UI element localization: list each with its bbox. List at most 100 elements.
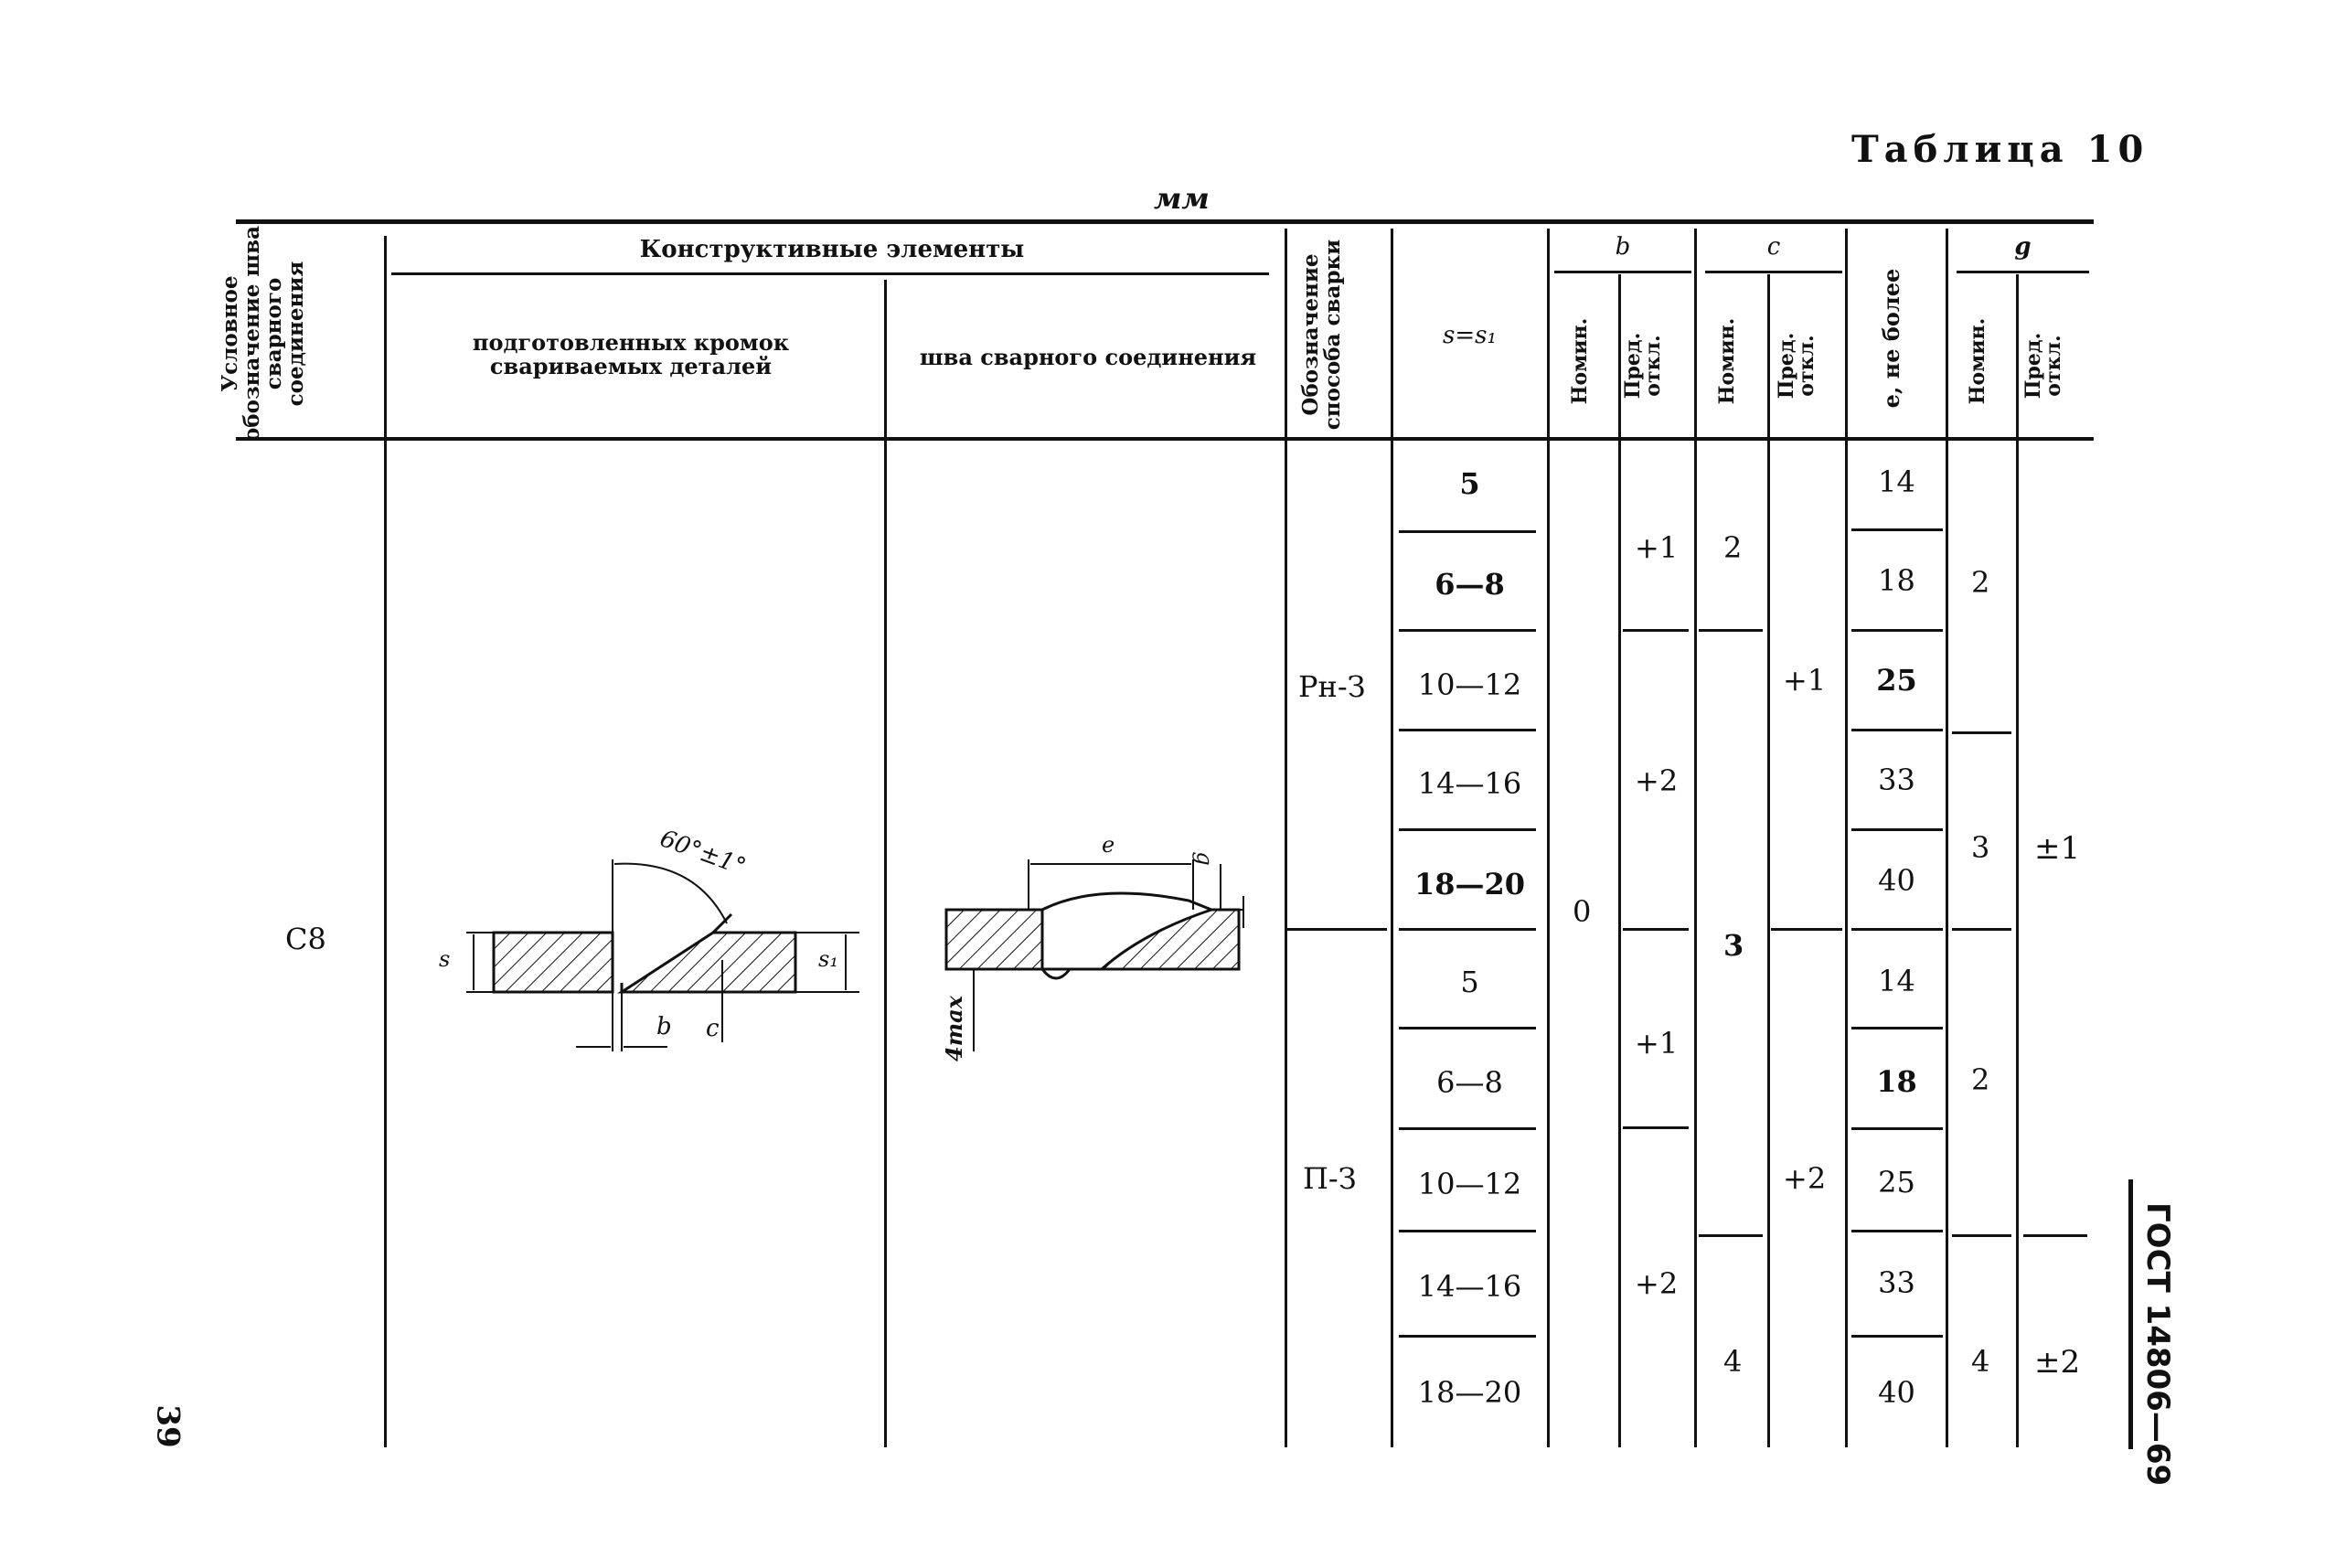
e-div-5	[1851, 928, 1943, 931]
e-div-4	[1851, 828, 1943, 831]
g-nom-3: 2	[1971, 1062, 1990, 1097]
s-row-7: 6—8	[1436, 1065, 1503, 1100]
header-g-nom: Номин.	[1966, 317, 1989, 405]
drawing1-s: s	[439, 946, 451, 972]
e-row-6: 14	[1878, 964, 1915, 998]
s-row-3: 10—12	[1417, 667, 1522, 702]
s-row-8: 10—12	[1417, 1167, 1522, 1201]
page-number: 39	[149, 1404, 187, 1448]
b-div-3	[1623, 1126, 1689, 1129]
header-seam: шва сварного соединения	[919, 344, 1257, 370]
col-line-4	[1391, 229, 1393, 1447]
g-nom-1: 2	[1971, 565, 1990, 600]
s-div-8	[1399, 1230, 1536, 1232]
g-div-3	[1952, 1234, 2011, 1237]
col-line-2	[884, 280, 887, 1447]
drawing2-max: 4max	[941, 996, 967, 1061]
b-rule	[1554, 271, 1691, 273]
col-line-3	[1285, 229, 1287, 1447]
s-div-4	[1399, 828, 1536, 831]
drawing2-g: g	[1191, 851, 1218, 866]
header-c-dev: Пред. откл.	[1775, 332, 1818, 400]
header-method: Обозначение способа сварки	[1298, 239, 1345, 431]
g-nom-4: 4	[1971, 1344, 1990, 1379]
designation-value: С8	[285, 922, 326, 956]
e-div-9	[1851, 1335, 1943, 1338]
g-rule	[1957, 271, 2089, 273]
header-bottom-rule	[236, 437, 2094, 441]
g-nom-2: 3	[1971, 830, 1990, 865]
c-nom-1: 2	[1723, 530, 1743, 565]
header-g-dev: Пред. откл.	[2021, 332, 2065, 400]
c-dev-1: +1	[1783, 663, 1827, 698]
method-rn3: Рн-З	[1298, 669, 1366, 704]
s-row-1: 5	[1459, 466, 1480, 501]
header-s: s=s₁	[1443, 322, 1497, 349]
col-line-9	[1845, 229, 1848, 1447]
e-div-6	[1851, 1027, 1943, 1029]
weld-seam-drawing	[944, 859, 1244, 1051]
s-row-6: 5	[1460, 965, 1479, 999]
side-rule	[2128, 1179, 2133, 1449]
g-div-1	[1952, 731, 2011, 734]
s-div-2	[1399, 629, 1536, 632]
b-dev-3: +1	[1635, 1026, 1679, 1061]
e-div-3	[1851, 729, 1943, 731]
e-div-2	[1851, 629, 1943, 632]
b-div-2	[1623, 928, 1689, 931]
col-line-10	[1946, 229, 1948, 1447]
b-nom: 0	[1573, 894, 1592, 929]
header-b-dev: Пред. откл.	[1621, 332, 1665, 400]
header-construct: Конструктивные элементы	[639, 236, 1025, 263]
e-row-5: 40	[1878, 863, 1915, 898]
header-e: e, не более	[1878, 268, 1904, 409]
header-c-nom: Номин.	[1715, 317, 1739, 405]
method-p3: П-З	[1303, 1161, 1357, 1196]
e-row-3: 25	[1876, 663, 1917, 698]
e-div-1	[1851, 528, 1943, 531]
header-c: c	[1766, 233, 1781, 261]
s-div-9	[1399, 1335, 1536, 1338]
e-row-7: 18	[1876, 1064, 1917, 1099]
header-g: g	[2014, 233, 2032, 261]
b-div-1	[1623, 629, 1689, 632]
e-row-9: 33	[1878, 1265, 1915, 1300]
g-dev-1: ±1	[2034, 830, 2081, 867]
col-line-11	[2016, 274, 2019, 1447]
units-label: мм	[1154, 181, 1210, 216]
col-line-5	[1547, 229, 1550, 1447]
header-designation: Условное обозначение шва сварного соедин…	[218, 225, 308, 443]
side-label: ГОСТ 14806—69	[2139, 1202, 2176, 1487]
g-div-2	[1952, 928, 2011, 931]
e-div-7	[1851, 1127, 1943, 1130]
e-row-8: 25	[1878, 1165, 1915, 1200]
b-dev-1: +1	[1635, 530, 1679, 565]
b-dev-4: +2	[1635, 1266, 1679, 1301]
c-nom-2: 3	[1723, 928, 1744, 963]
e-div-8	[1851, 1230, 1943, 1232]
s-div-7	[1399, 1127, 1536, 1130]
b-dev-2: +2	[1635, 763, 1679, 798]
edge-prep-drawing	[466, 859, 859, 1051]
col-line-8	[1767, 274, 1770, 1447]
e-row-1: 14	[1878, 464, 1915, 499]
header-prep-line1: подготовленных кромок	[472, 329, 790, 356]
col-line-1	[384, 236, 387, 1447]
construct-rule	[391, 272, 1269, 275]
c-nom-3: 4	[1723, 1344, 1743, 1379]
header-prep-line2: свариваемых деталей	[489, 353, 773, 379]
table-top-rule	[236, 219, 2094, 224]
c-div-1	[1699, 629, 1763, 632]
s-div-1	[1399, 530, 1536, 533]
s-row-2: 6—8	[1434, 567, 1505, 602]
header-b-nom: Номин.	[1568, 317, 1592, 405]
col-line-6	[1618, 274, 1621, 1447]
c-dev-2: +2	[1783, 1161, 1827, 1196]
drawing1-c: c	[706, 1015, 720, 1042]
drawing2-e: e	[1102, 832, 1115, 858]
header-b: b	[1615, 233, 1631, 261]
c-div-2	[1699, 1234, 1763, 1237]
c-div-3	[1771, 928, 1842, 931]
col-line-7	[1694, 229, 1697, 1447]
e-row-10: 40	[1878, 1375, 1915, 1410]
